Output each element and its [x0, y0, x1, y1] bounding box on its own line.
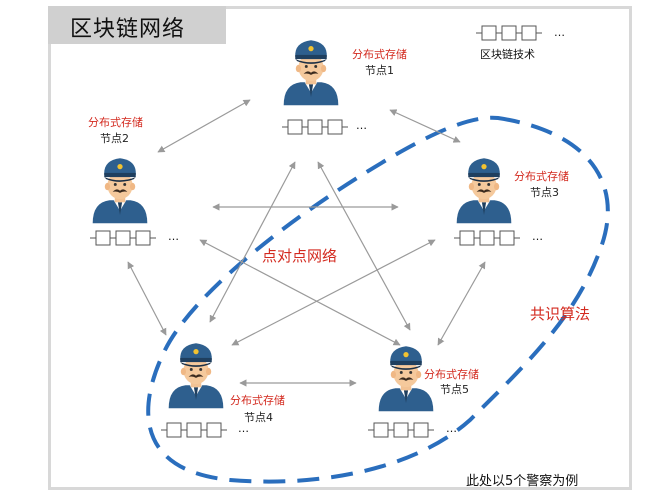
- legend-chain-icon: [475, 25, 543, 41]
- arrow-n1-n3: [389, 109, 461, 143]
- legend-dots: …: [554, 26, 565, 39]
- node5-name: 节点5: [440, 383, 469, 396]
- node3-name: 节点3: [530, 186, 559, 199]
- node2-chain-dots: …: [168, 230, 179, 243]
- p2p-network-label: 点对点网络: [262, 247, 338, 265]
- node5-chain-dots: …: [446, 422, 457, 435]
- diagram-title: 区块链网络: [70, 17, 186, 42]
- node4-storage-label: 分布式存储: [230, 394, 285, 407]
- arrow-n1-n2: [157, 99, 251, 153]
- node4-name: 节点4: [244, 411, 273, 424]
- node2-storage-label: 分布式存储: [88, 116, 143, 129]
- blockchain-chain-icon: [89, 230, 157, 246]
- police-officer-icon: [456, 158, 512, 224]
- police-officer-icon: [283, 40, 339, 106]
- arrow-n3-n4: [231, 239, 436, 346]
- node5-storage-label: 分布式存储: [424, 368, 479, 381]
- node1-name: 节点1: [365, 64, 394, 77]
- node4-chain-dots: …: [238, 422, 249, 435]
- legend-label: 区块链技术: [480, 48, 535, 61]
- node3-storage-label: 分布式存储: [514, 170, 569, 183]
- arrow-n3-n5: [437, 261, 486, 346]
- arrow-n1-n4: [209, 161, 296, 323]
- node2-name: 节点2: [100, 132, 129, 145]
- footer-note: 此处以5个警察为例: [466, 474, 579, 489]
- police-officer-icon: [92, 158, 148, 224]
- title-box: [48, 6, 226, 44]
- blockchain-chain-icon: [367, 422, 435, 438]
- node1-chain-dots: …: [356, 119, 367, 132]
- node3-chain-dots: …: [532, 230, 543, 243]
- arrow-n2-n4: [127, 261, 167, 336]
- police-officer-icon: [168, 343, 224, 409]
- node1-storage-label: 分布式存储: [352, 48, 407, 61]
- blockchain-chain-icon: [453, 230, 521, 246]
- consensus-algorithm-label: 共识算法: [530, 305, 591, 323]
- blockchain-chain-icon: [281, 119, 349, 135]
- blockchain-chain-icon: [160, 422, 228, 438]
